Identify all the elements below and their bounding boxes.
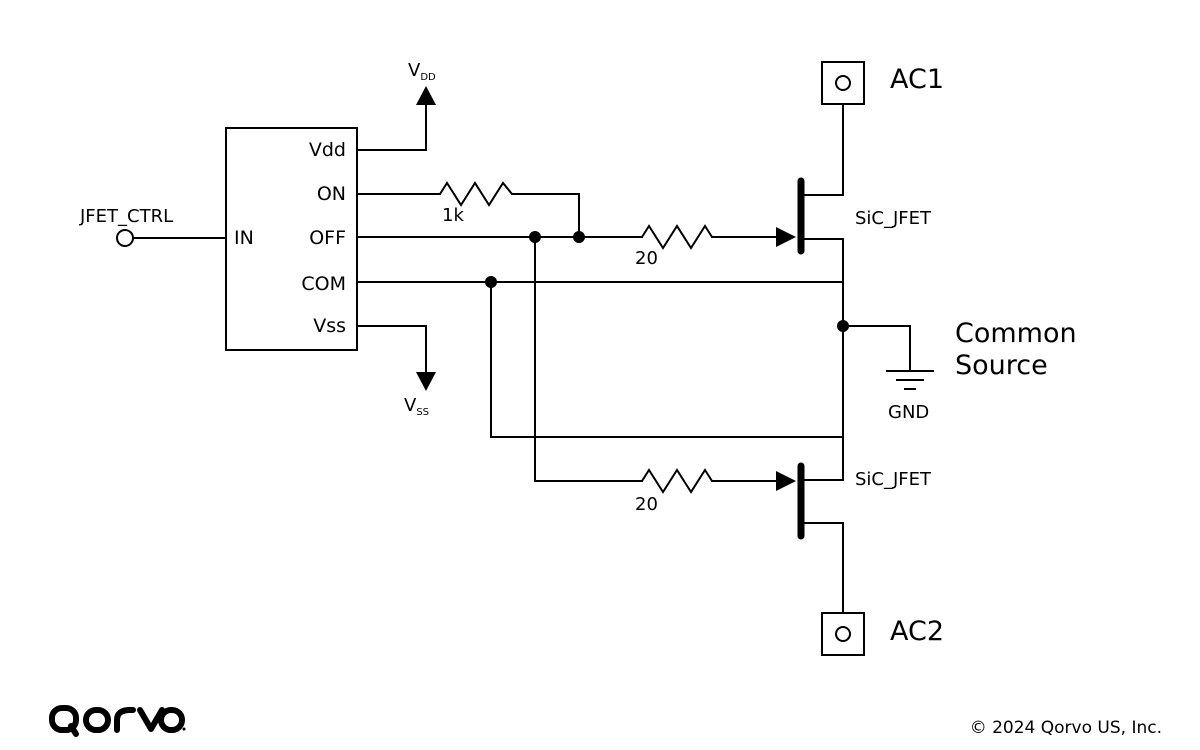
jfet-top-drain-wire <box>800 103 844 196</box>
vss-arrow-icon <box>416 372 436 391</box>
jfet-bottom-drain-wire <box>800 522 844 614</box>
pin-in-label: IN <box>234 227 254 249</box>
ac1-terminal <box>821 61 865 105</box>
ac2-terminal <box>821 612 865 656</box>
pin-com-label: COM <box>301 273 346 295</box>
vss-label: VSS <box>404 395 429 418</box>
jfet-bottom-source-wire <box>800 436 844 481</box>
junction-on-off <box>573 231 585 243</box>
vdd-wire <box>356 104 427 151</box>
common-source-label-line2: Source <box>955 350 1048 381</box>
pin-on-label: ON <box>317 183 346 205</box>
ac1-terminal-pin <box>835 75 851 91</box>
ac1-label: AC1 <box>890 64 944 95</box>
jfet-bottom-label: SiC_JFET <box>855 469 932 490</box>
vdd-arrow-icon <box>416 86 436 105</box>
ground-wire <box>842 325 911 372</box>
jfet-top-source-wire <box>800 238 844 438</box>
resistor-gate-bottom <box>641 468 713 494</box>
ground-label: GND <box>888 402 929 423</box>
resistor-gate-bottom-label: 20 <box>635 494 658 515</box>
resistor-1k <box>439 181 513 207</box>
pin-vss-label: Vss <box>313 315 346 337</box>
qorvo-logo <box>49 705 186 737</box>
pin-off-label: OFF <box>309 227 346 249</box>
com-return-wire <box>490 281 844 438</box>
common-source-label-line1: Common <box>955 318 1077 349</box>
on-wire-b <box>511 193 580 238</box>
pin-vdd-label: Vdd <box>309 139 346 161</box>
ac2-label: AC2 <box>890 616 944 647</box>
resistor-gate-top <box>641 224 713 250</box>
input-terminal <box>116 229 134 247</box>
resistor-gate-top-label: 20 <box>635 248 658 269</box>
ac2-terminal-pin <box>835 626 851 642</box>
vss-wire <box>356 325 427 373</box>
input-label: JFET_CTRL <box>79 206 173 227</box>
vdd-label: VDD <box>408 60 436 83</box>
gate-top-arrow-icon <box>776 227 796 247</box>
resistor-1k-label: 1k <box>442 205 464 226</box>
jfet-top-label: SiC_JFET <box>855 208 932 229</box>
off-drop-wire <box>534 236 643 482</box>
copyright-text: © 2024 Qorvo US, Inc. <box>969 718 1162 738</box>
gate-bottom-arrow-icon <box>776 471 796 491</box>
